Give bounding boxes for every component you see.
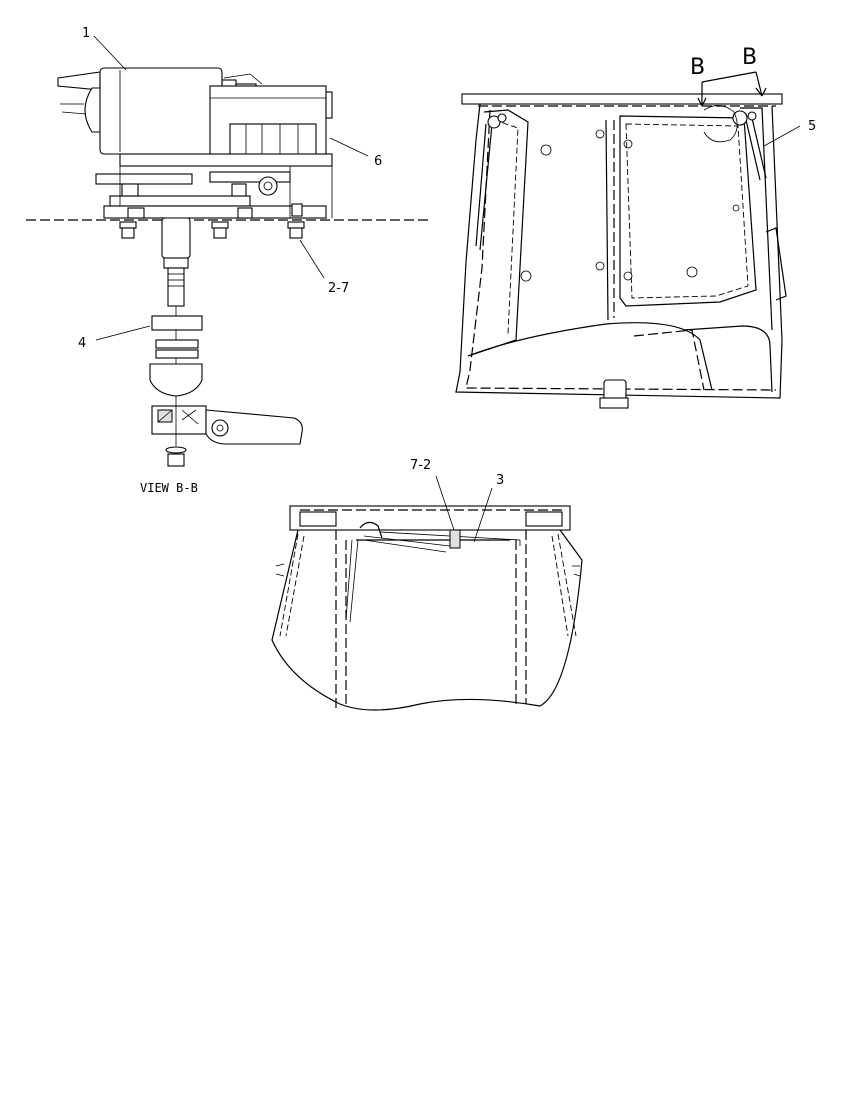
drive-shaft [161, 217, 191, 316]
lower-nut [165, 446, 187, 467]
callout-5: 5 [808, 119, 816, 134]
section-mark-b-left: B [690, 55, 705, 80]
cab-rear-view: 7-2 3 [271, 458, 583, 711]
view-caption: VIEW B-B [140, 481, 198, 495]
section-mark-b-right: B [742, 45, 757, 70]
mounting-bolts [119, 221, 305, 239]
callout-4: 4 [78, 336, 86, 351]
wiper-cap [149, 363, 203, 397]
cab-side-view: B B 5 [455, 45, 816, 409]
callout-6: 6 [374, 154, 382, 169]
callout-2-7: 2-7 [328, 281, 349, 296]
spacer-nut [151, 315, 203, 364]
callout-1: 1 [82, 26, 90, 41]
gear-housing [209, 85, 333, 159]
wiper-arm-hub [151, 405, 303, 446]
callout-3: 3 [496, 473, 504, 488]
callout-7-2: 7-2 [410, 458, 431, 473]
mounting-bracket [95, 153, 333, 219]
view-b-b-detail: VIEW B-B 1 6 2-7 4 [26, 26, 432, 495]
